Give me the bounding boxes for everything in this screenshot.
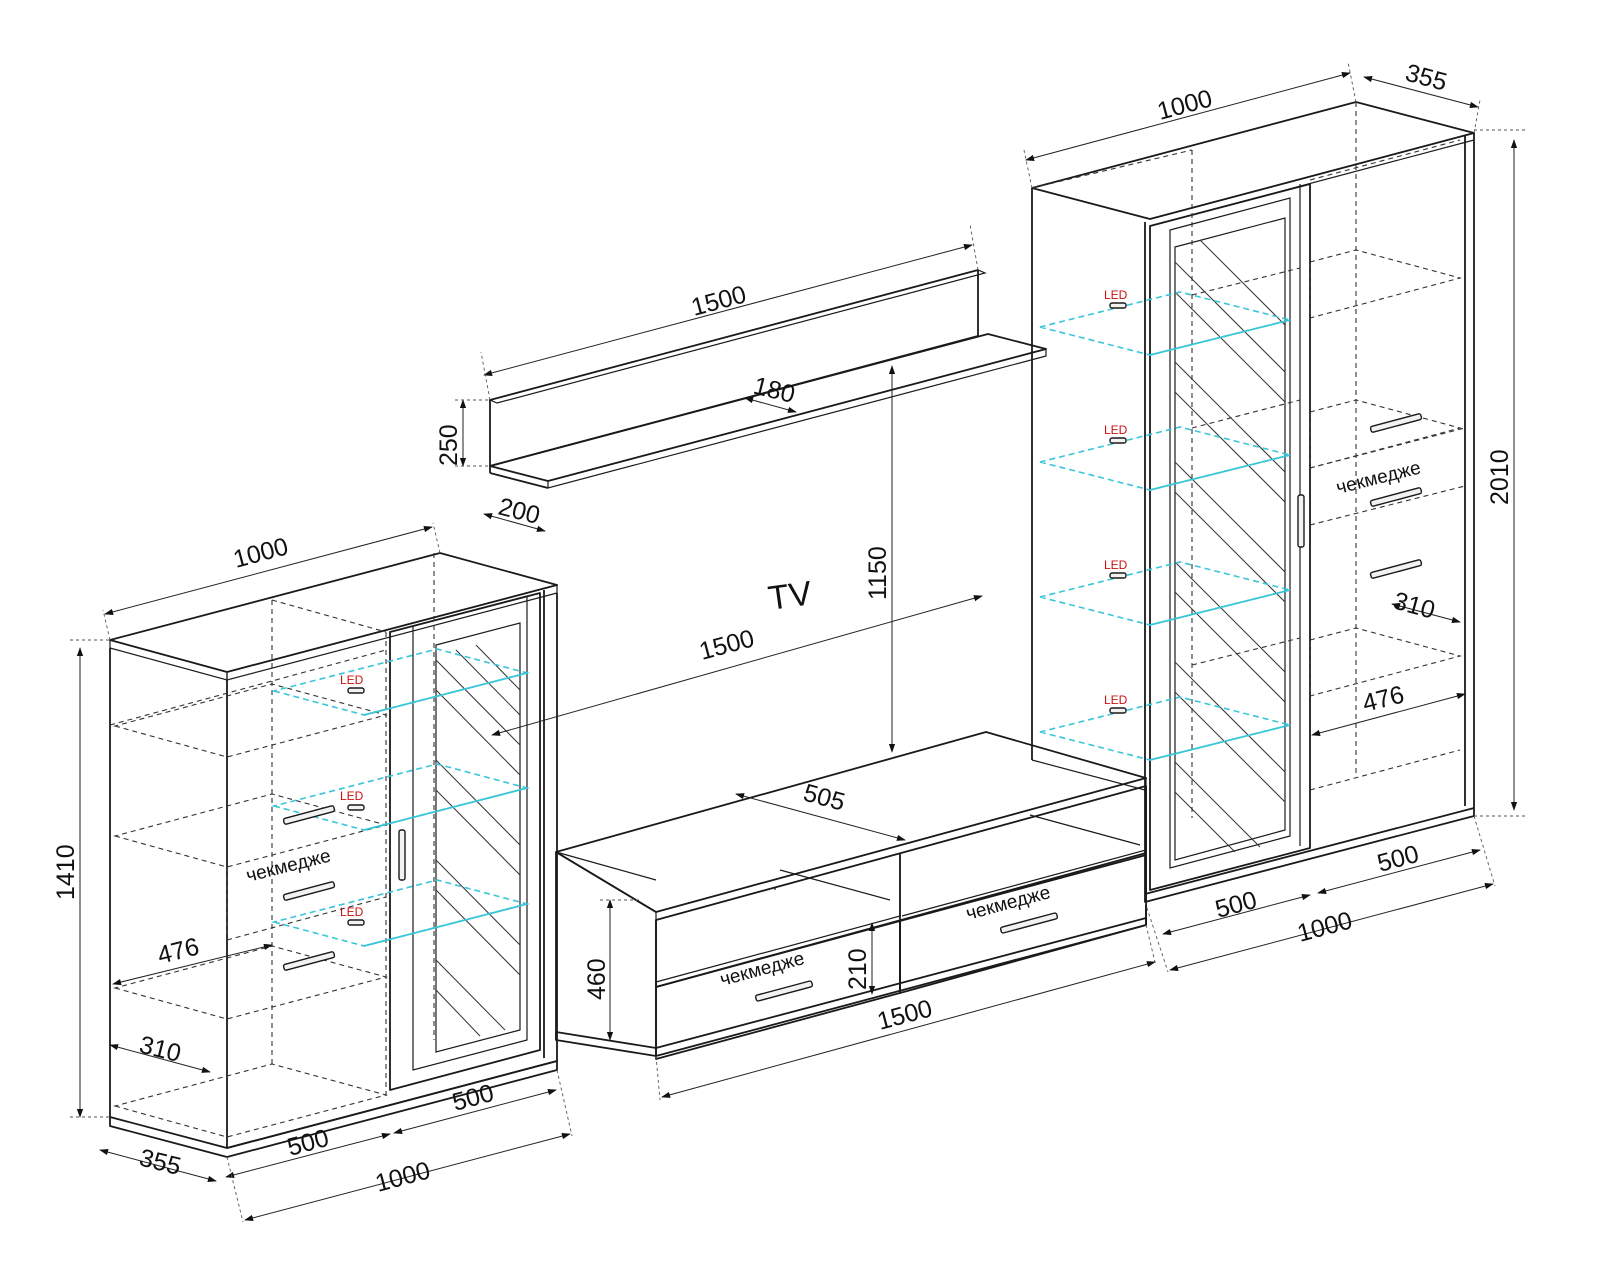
led-label: LED <box>1104 558 1128 572</box>
dim-right-section-right: 500 <box>1374 840 1422 878</box>
led-label: LED <box>1104 423 1128 437</box>
left-cabinet-dimensions: 1000 1410 355 310 476 500 500 1000 <box>52 522 573 1223</box>
dim-left-section-left: 500 <box>284 1124 332 1162</box>
tv-label: TV <box>766 574 815 618</box>
tv-stand: чекмедже чекмедже <box>555 731 1147 1060</box>
led-label: LED <box>1104 288 1128 302</box>
left-led-shelves <box>270 648 531 947</box>
dim-left-section-right: 500 <box>449 1079 497 1117</box>
drawer-label: чекмедже <box>718 948 807 991</box>
dim-right-inner-depth: 310 <box>1390 587 1438 625</box>
dim-right-shelf: 476 <box>1360 681 1407 718</box>
right-led-shelves <box>1039 291 1291 761</box>
dim-shelf-height: 250 <box>435 424 463 466</box>
dim-shelf-depth: 200 <box>496 493 543 530</box>
dim-stand-depth: 505 <box>800 779 848 817</box>
dim-left-depth: 355 <box>137 1144 184 1181</box>
right-cabinet-dimensions: 1000 355 2010 310 476 500 500 1000 <box>1023 59 1525 973</box>
led-label: LED <box>340 789 364 803</box>
dim-left-width-top: 1000 <box>230 532 291 573</box>
dim-left-height: 1410 <box>52 844 80 900</box>
dim-left-inner-depth: 310 <box>137 1031 184 1068</box>
dim-stand-width: 1500 <box>874 994 935 1035</box>
drawer-label: чекмедже <box>244 846 333 887</box>
tv-area: TV 1500 1150 <box>491 365 983 753</box>
led-label: LED <box>340 673 364 687</box>
led-label: LED <box>340 905 364 919</box>
dim-stand-drawer-height: 210 <box>844 948 872 990</box>
dim-stand-height: 460 <box>583 958 611 1000</box>
dim-right-depth: 355 <box>1402 59 1450 97</box>
dim-right-width-top: 1000 <box>1154 84 1215 125</box>
dim-right-total-width: 1000 <box>1294 906 1355 947</box>
right-cabinet: LED LED LED LED чекмедже <box>1031 101 1475 903</box>
dim-shelf-inner-depth: 180 <box>751 372 798 409</box>
dim-tv-width: 1500 <box>696 624 757 665</box>
dim-tv-height: 1150 <box>864 546 892 600</box>
wall-shelf-dimensions: 1500 250 200 180 <box>435 223 979 532</box>
led-label: LED <box>1104 693 1128 707</box>
dim-left-total-width: 1000 <box>372 1156 433 1197</box>
dim-shelf-width: 1500 <box>688 280 749 321</box>
dim-right-section-left: 500 <box>1212 886 1260 924</box>
dim-right-height: 2010 <box>1486 449 1514 505</box>
